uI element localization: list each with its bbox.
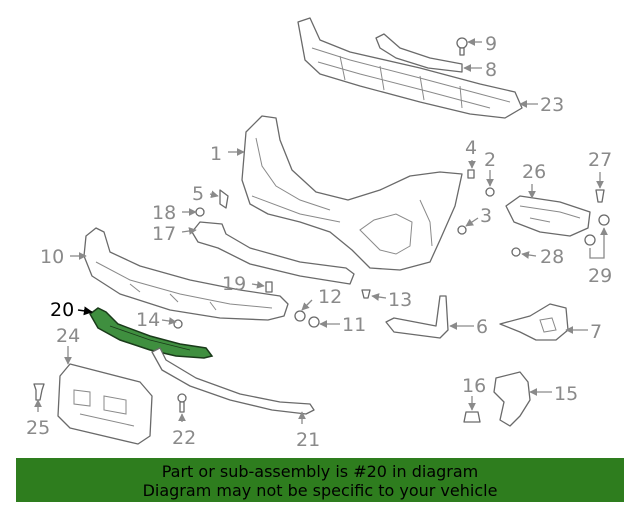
reinforcement-part [191, 221, 355, 285]
callout-26: 26 [522, 161, 546, 183]
parts-diagram: 1 2 3 4 5 6 7 8 9 10 11 12 13 14 15 16 1… [26, 17, 612, 451]
side-bracket-26 [505, 195, 591, 237]
clip-18 [195, 207, 205, 217]
license-bracket-part [57, 363, 153, 445]
callout-11: 11 [342, 314, 366, 336]
callout-27: 27 [588, 149, 612, 171]
callout-15: 15 [554, 383, 578, 405]
callout-10: 10 [40, 246, 64, 268]
leader-lines [34, 38, 608, 424]
bolt-22 [177, 393, 187, 413]
callout-13: 13 [388, 289, 412, 311]
callout-5: 5 [192, 183, 204, 205]
callout-19: 19 [222, 273, 246, 295]
lower-trim-part [151, 347, 315, 415]
callout-12: 12 [318, 286, 342, 308]
callout-22: 22 [172, 427, 196, 449]
clip-16 [463, 411, 481, 423]
callout-2: 2 [484, 149, 496, 171]
fastener-4 [467, 169, 475, 179]
clip-29 [584, 214, 610, 246]
callout-8: 8 [485, 59, 497, 81]
callout-4: 4 [465, 137, 477, 159]
callout-1: 1 [210, 143, 222, 165]
callout-25: 25 [26, 417, 50, 439]
callout-24: 24 [56, 325, 80, 347]
callout-29: 29 [588, 265, 612, 287]
callout-9: 9 [485, 33, 497, 55]
callout-28: 28 [540, 246, 564, 268]
callout-17: 17 [152, 223, 176, 245]
lower-fascia-part [83, 227, 289, 321]
screw-19 [265, 281, 273, 293]
nut-12 [294, 310, 306, 322]
highlighted-deflector-part-20 [89, 307, 214, 359]
fog-bezel-7 [499, 303, 569, 341]
air-deflector-15 [493, 371, 531, 427]
bumper-fascia-part [241, 115, 463, 271]
clip-5 [219, 189, 229, 209]
callout-3: 3 [480, 205, 492, 227]
callout-7: 7 [590, 321, 602, 343]
notice-line-1: Part or sub-assembly is #20 in diagram [161, 462, 479, 481]
rivet-25 [33, 383, 45, 401]
screw-28 [511, 247, 521, 257]
fastener-2 [485, 187, 495, 197]
screw-13 [361, 289, 371, 299]
upper-molding-part [375, 33, 463, 73]
callout-14: 14 [136, 309, 160, 331]
notice-line-2: Diagram may not be specific to your vehi… [142, 481, 498, 500]
rivet-27 [595, 189, 605, 203]
fastener-3 [457, 225, 467, 235]
callout-21: 21 [296, 429, 320, 451]
screw-14 [173, 319, 183, 329]
callout-6: 6 [476, 316, 488, 338]
push-pin-9 [456, 37, 468, 56]
bezel-strip-6 [385, 295, 449, 339]
callout-20: 20 [50, 299, 74, 321]
highlight-notice-banner: Part or sub-assembly is #20 in diagram D… [16, 458, 624, 502]
highlight-leader-20 [77, 306, 93, 316]
callout-16: 16 [462, 375, 486, 397]
callout-18: 18 [152, 202, 176, 224]
nut-11 [308, 316, 320, 328]
callout-23: 23 [540, 94, 564, 116]
energy-absorber-part [297, 17, 523, 119]
